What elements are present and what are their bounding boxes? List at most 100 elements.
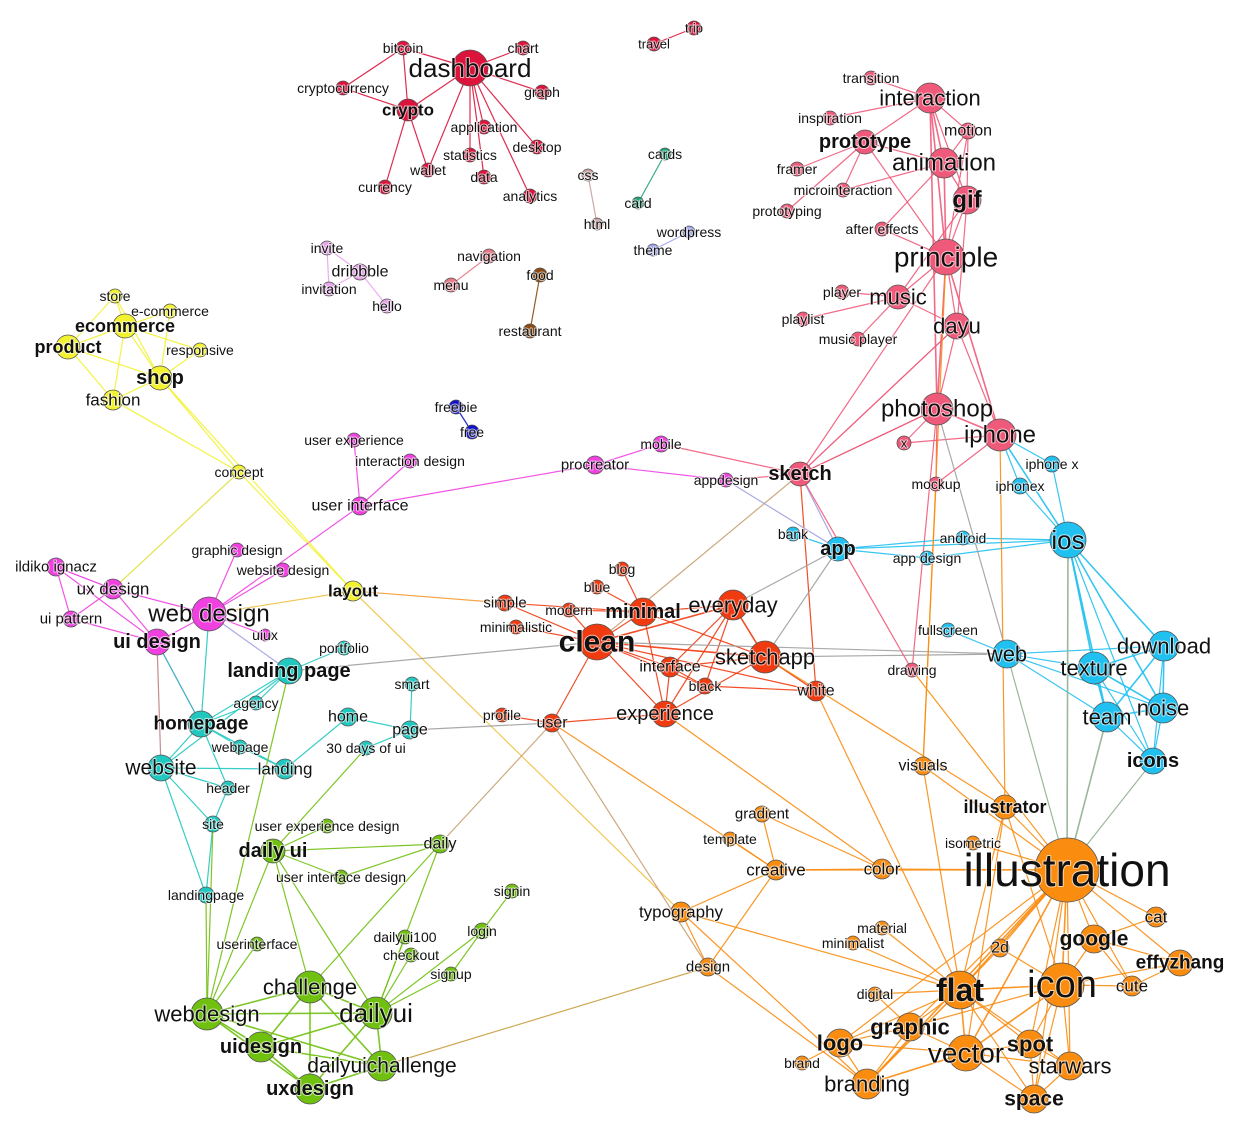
- node-application[interactable]: [476, 119, 492, 135]
- node-store[interactable]: [107, 288, 123, 304]
- node-web[interactable]: [992, 639, 1022, 669]
- node-icon[interactable]: [1039, 962, 1085, 1008]
- node-fullscreen[interactable]: [940, 622, 956, 638]
- node-gif[interactable]: [952, 185, 982, 215]
- node-app[interactable]: [825, 536, 851, 562]
- node-landing-page[interactable]: [275, 657, 303, 685]
- node-currency[interactable]: [377, 179, 393, 195]
- node-web-design[interactable]: [191, 596, 227, 632]
- node-food[interactable]: [532, 267, 548, 283]
- node-visuals[interactable]: [913, 756, 933, 776]
- node-modern[interactable]: [561, 602, 577, 618]
- node-user-experience[interactable]: [346, 432, 362, 448]
- node-ildiko-ignacz[interactable]: [46, 557, 66, 577]
- node-music-player[interactable]: [850, 331, 866, 347]
- node-illustrator[interactable]: [992, 794, 1018, 820]
- node-ui-design[interactable]: [143, 628, 171, 656]
- node-prototyping[interactable]: [779, 203, 795, 219]
- node-transition[interactable]: [863, 70, 879, 86]
- node-animation[interactable]: [928, 147, 960, 179]
- node-e-commerce[interactable]: [162, 303, 178, 319]
- node-texture[interactable]: [1077, 651, 1111, 685]
- node-microinteraction[interactable]: [835, 182, 851, 198]
- node-trip[interactable]: [686, 20, 702, 36]
- node-cute[interactable]: [1121, 975, 1143, 997]
- node-bank[interactable]: [785, 526, 801, 542]
- node-iphone-x[interactable]: [1043, 455, 1061, 473]
- node-player[interactable]: [834, 284, 850, 300]
- node-simple[interactable]: [496, 594, 514, 612]
- node-prototype[interactable]: [852, 129, 878, 155]
- node-responsive[interactable]: [192, 342, 208, 358]
- node-experience[interactable]: [651, 700, 679, 728]
- node-android[interactable]: [955, 530, 971, 546]
- node-hello[interactable]: [379, 298, 395, 314]
- node-webpage[interactable]: [232, 739, 248, 755]
- node-navigation[interactable]: [481, 248, 497, 264]
- node-website[interactable]: [147, 754, 175, 782]
- node-starwars[interactable]: [1055, 1051, 1085, 1081]
- node-signup[interactable]: [443, 966, 459, 982]
- node-iphone[interactable]: [983, 418, 1017, 452]
- node-photoshop[interactable]: [920, 392, 954, 426]
- node-dailyui100[interactable]: [397, 929, 413, 945]
- node-uxdesign[interactable]: [294, 1073, 326, 1105]
- node-dailyui[interactable]: [359, 996, 393, 1030]
- node-illustration[interactable]: [1034, 837, 1100, 903]
- node-wallet[interactable]: [420, 162, 436, 178]
- node-minimal[interactable]: [628, 597, 658, 627]
- node-webdesign[interactable]: [190, 997, 224, 1031]
- node-appdesign[interactable]: [718, 472, 734, 488]
- node-smart[interactable]: [404, 676, 420, 692]
- node-design[interactable]: [698, 957, 718, 977]
- node-spot[interactable]: [1015, 1029, 1045, 1059]
- node-statistics[interactable]: [462, 147, 478, 163]
- node-uiux[interactable]: [258, 628, 272, 642]
- node-ecommerce[interactable]: [112, 313, 138, 339]
- node-icons[interactable]: [1139, 747, 1167, 775]
- node-brand[interactable]: [794, 1055, 810, 1071]
- node-daily[interactable]: [430, 834, 450, 854]
- node-invitation[interactable]: [321, 281, 337, 297]
- node-user-experience-design[interactable]: [319, 818, 335, 834]
- node-graph[interactable]: [534, 84, 550, 100]
- node-2d[interactable]: [990, 938, 1010, 958]
- node-cards[interactable]: [658, 147, 672, 161]
- node-travel[interactable]: [646, 36, 662, 52]
- node-free[interactable]: [464, 424, 480, 440]
- node-sketchapp[interactable]: [748, 640, 782, 674]
- node-data[interactable]: [476, 169, 492, 185]
- node-layout[interactable]: [342, 580, 364, 602]
- node-desktop[interactable]: [529, 139, 545, 155]
- node-home[interactable]: [338, 707, 358, 727]
- node-landing[interactable]: [274, 758, 296, 780]
- node-login[interactable]: [473, 922, 491, 940]
- node-digital[interactable]: [867, 986, 883, 1002]
- node-portfolio[interactable]: [336, 640, 352, 656]
- node-motion[interactable]: [959, 122, 977, 140]
- node-crypto[interactable]: [396, 98, 420, 122]
- node-template[interactable]: [722, 831, 738, 847]
- node-cat[interactable]: [1145, 906, 1167, 928]
- node-black[interactable]: [696, 677, 714, 695]
- node-noise[interactable]: [1147, 692, 1179, 724]
- node-agency[interactable]: [248, 695, 264, 711]
- node-fashion[interactable]: [102, 389, 124, 411]
- node-page[interactable]: [400, 720, 420, 740]
- node-framer[interactable]: [789, 161, 805, 177]
- node-website-design[interactable]: [275, 562, 291, 578]
- node-after-effects[interactable]: [874, 221, 890, 237]
- node-blue[interactable]: [589, 579, 605, 595]
- node-html[interactable]: [590, 217, 604, 231]
- node-playlist[interactable]: [795, 311, 811, 327]
- node-cryptocurrency[interactable]: [335, 80, 351, 96]
- node-css[interactable]: [581, 168, 595, 182]
- node-ios[interactable]: [1049, 521, 1087, 559]
- node-30-days-of-ui[interactable]: [358, 740, 374, 756]
- node-graphic-design[interactable]: [229, 542, 245, 558]
- node-checkout[interactable]: [403, 947, 419, 963]
- node-invite[interactable]: [319, 240, 335, 256]
- node-site[interactable]: [204, 815, 222, 833]
- node-material[interactable]: [874, 920, 890, 936]
- node-daily-ui[interactable]: [260, 838, 286, 864]
